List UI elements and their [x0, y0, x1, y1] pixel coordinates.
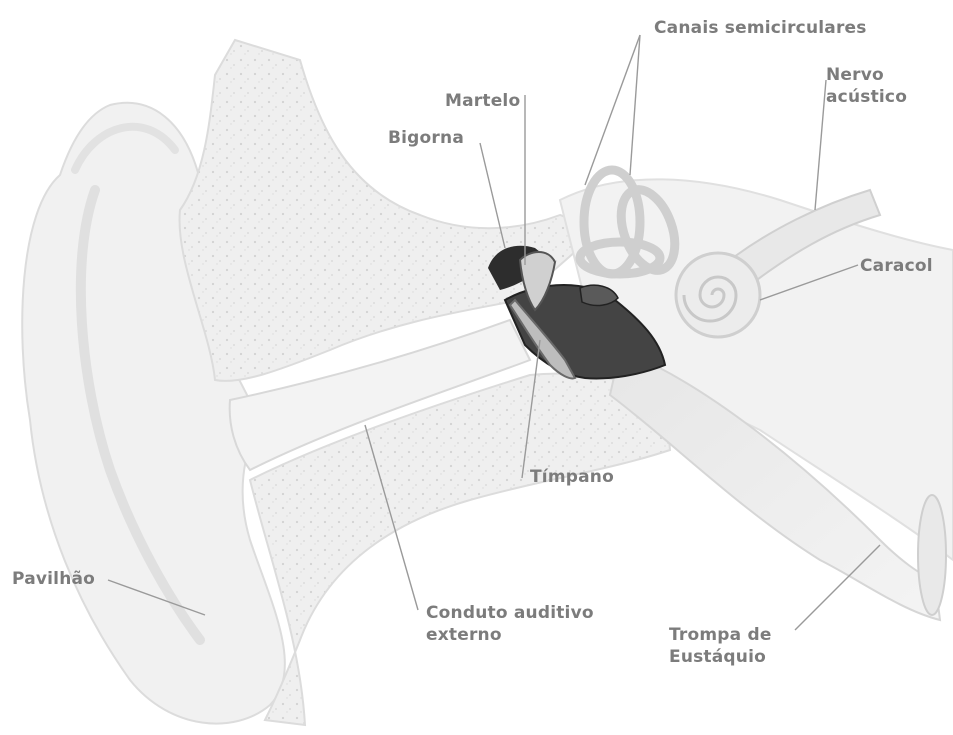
leader-canais-b	[630, 35, 640, 175]
label-caracol: Caracol	[860, 255, 933, 277]
label-pavilhao: Pavilhão	[12, 568, 95, 590]
tube-opening	[918, 495, 946, 615]
label-bigorna: Bigorna	[388, 127, 464, 149]
label-martelo: Martelo	[445, 90, 520, 112]
label-timpano: Tímpano	[530, 466, 614, 488]
leader-canais-a	[585, 35, 640, 185]
label-conduto-auditivo-externo: Conduto auditivo externo	[426, 602, 594, 646]
leader-nervo	[815, 80, 826, 210]
label-nervo-acustico: Nervo acústico	[826, 64, 907, 108]
cochlea	[676, 253, 760, 337]
label-trompa-de-eustaquio: Trompa de Eustáquio	[669, 624, 772, 668]
label-canais-semicirculares: Canais semicirculares	[654, 17, 867, 39]
